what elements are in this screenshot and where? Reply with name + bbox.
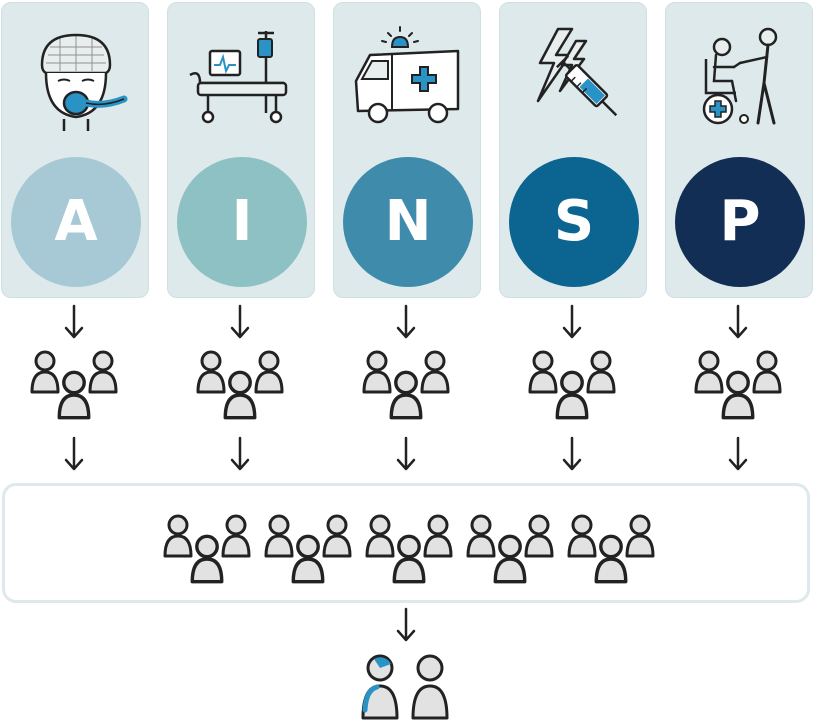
people-group-icon (192, 346, 288, 424)
letter-circle-s: S (509, 157, 639, 287)
hospital-bed-iv-icon (189, 31, 288, 124)
down-arrow-icon (230, 304, 250, 339)
category-letter: A (54, 189, 98, 254)
people-group-icon (260, 510, 356, 588)
category-letter: I (231, 189, 253, 254)
anesthesia-mask-icon (40, 33, 128, 131)
person-pair-icon (361, 654, 449, 720)
letter-circle-i: I (177, 157, 307, 287)
people-group-icon (690, 346, 786, 424)
letter-circle-p: P (675, 157, 805, 287)
pooled-groups-box (2, 483, 810, 603)
down-arrow-icon (64, 304, 84, 339)
down-arrow-icon (562, 436, 582, 471)
down-arrow-icon (396, 436, 416, 471)
wheelchair-caregiver-icon (702, 27, 778, 125)
people-group-icon (462, 510, 558, 588)
category-card-p: P (665, 2, 813, 298)
letter-circle-n: N (343, 157, 473, 287)
people-group-icon (26, 346, 122, 424)
letter-circle-a: A (11, 157, 141, 287)
down-arrow-icon (396, 304, 416, 339)
people-group-icon (524, 346, 620, 424)
down-arrow-icon (230, 436, 250, 471)
down-arrow-icon (64, 436, 84, 471)
down-arrow-icon (728, 304, 748, 339)
down-arrow-icon (396, 607, 416, 642)
category-card-n: N (333, 2, 481, 298)
category-card-a: A (1, 2, 149, 298)
highlighted-person-icon (361, 654, 399, 720)
category-card-i: I (167, 2, 315, 298)
category-letter: P (719, 189, 761, 254)
category-letter: N (384, 189, 432, 254)
ambulance-icon (354, 26, 460, 124)
category-card-s: S (499, 2, 647, 298)
category-letter: S (553, 189, 595, 254)
people-group-icon (159, 510, 255, 588)
down-arrow-icon (562, 304, 582, 339)
person-icon (411, 654, 449, 720)
lightning-syringe-icon (536, 27, 618, 117)
people-group-icon (563, 510, 659, 588)
people-group-icon (358, 346, 454, 424)
down-arrow-icon (728, 436, 748, 471)
people-group-icon (361, 510, 457, 588)
